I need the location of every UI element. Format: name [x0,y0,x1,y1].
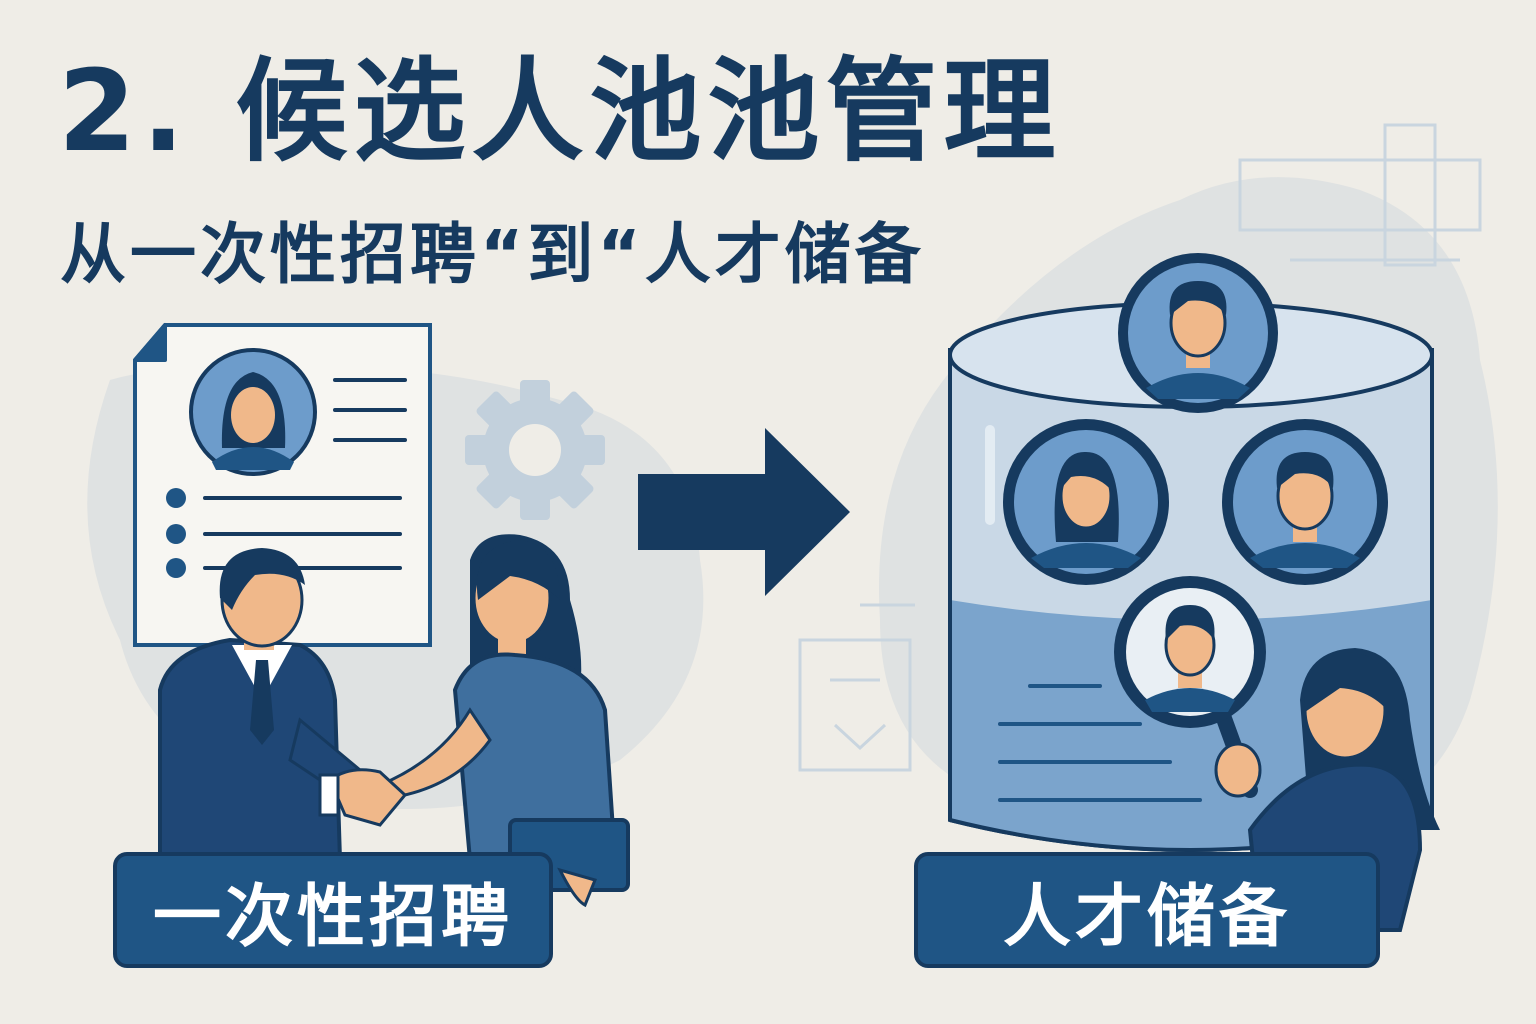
decorative-frames [798,123,1482,772]
handshake-icon [318,768,408,827]
man-in-suit-figure [158,548,362,862]
resume-card-icon [133,323,432,647]
candidate-avatar-icon [1222,419,1388,585]
candidate-avatar-icon [1003,419,1169,585]
page-title: 2. 候选人池池管理 [58,47,1062,177]
talent-pool-label: 人才储备 [914,852,1380,968]
gear-icon [465,380,605,520]
arrow-right-icon [638,428,850,596]
one-time-hiring-label: 一次性招聘 [113,852,553,968]
page-subtitle: 从一次性招聘“到“人才储备 [60,216,925,293]
candidate-avatar-icon [1118,253,1278,413]
woman-figure [367,534,630,908]
